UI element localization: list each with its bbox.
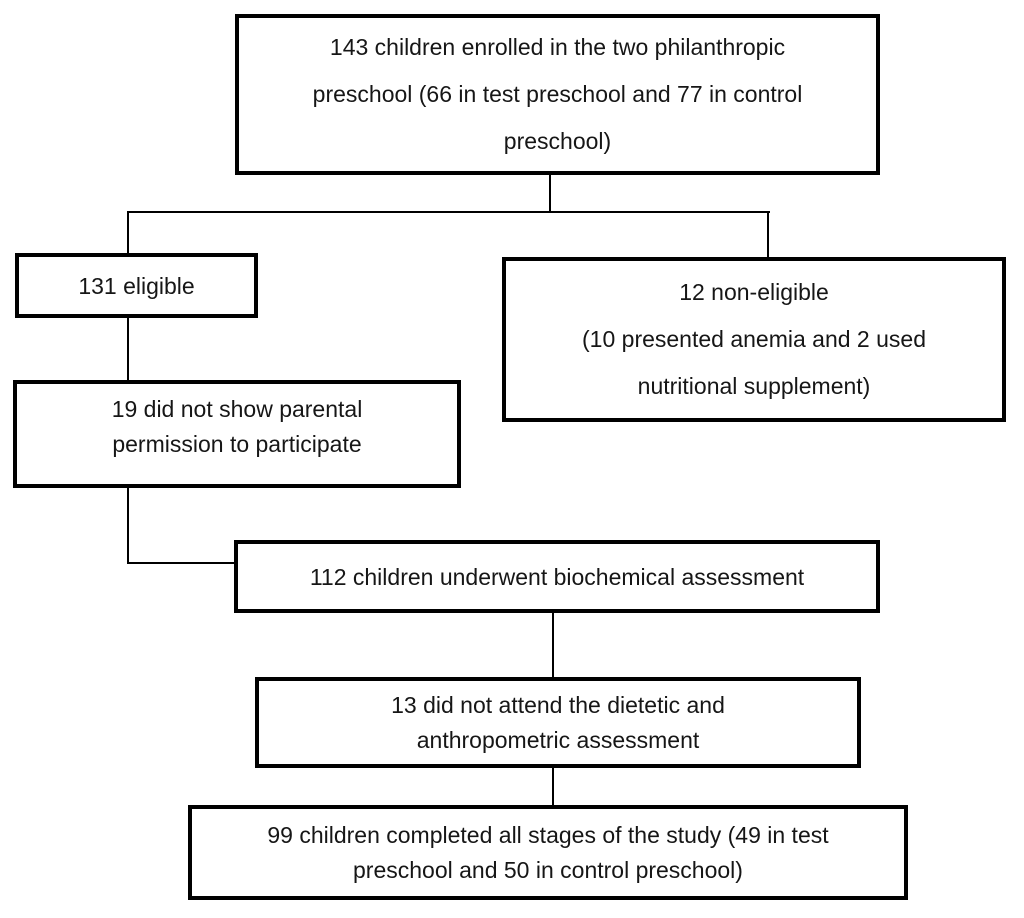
flow-box-non-eligible: 12 non-eligible (10 presented anemia and… bbox=[502, 257, 1006, 422]
connector-branch-to-eligible bbox=[127, 211, 129, 255]
flow-box-no-parental-permission: 19 did not show parental permission to p… bbox=[13, 380, 461, 488]
flow-box-missed-dietetic-assessment: 13 did not attend the dietetic and anthr… bbox=[255, 677, 861, 768]
connector-branch-to-non-eligible bbox=[767, 211, 769, 259]
flow-box-biochemical-assessment: 112 children underwent biochemical asses… bbox=[234, 540, 880, 613]
connector-branch-horizontal bbox=[127, 211, 770, 213]
flow-box-enrolled: 143 children enrolled in the two philant… bbox=[235, 14, 880, 175]
connector-eligible-to-permission bbox=[127, 316, 129, 382]
connector-dietetic-to-completed bbox=[552, 766, 554, 807]
connector-permission-down bbox=[127, 486, 129, 564]
connector-enrolled-stem bbox=[549, 175, 551, 213]
connector-biochemical-to-dietetic bbox=[552, 611, 554, 679]
flow-box-eligible: 131 eligible bbox=[15, 253, 258, 318]
flow-box-completed-study: 99 children completed all stages of the … bbox=[188, 805, 908, 900]
connector-elbow-to-biochemical bbox=[127, 562, 236, 564]
